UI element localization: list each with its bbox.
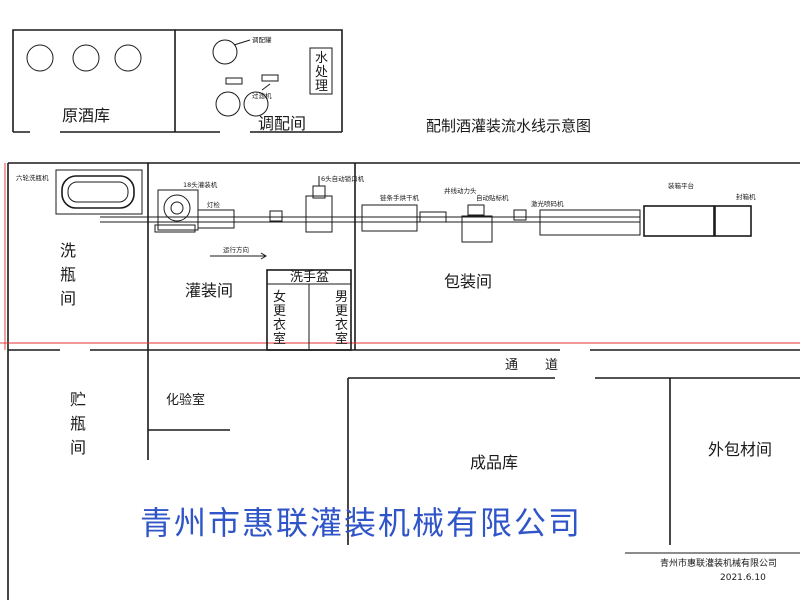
room-label-tongdao-2: 道 <box>545 358 558 373</box>
room-zhuping-1: 贮 <box>70 390 86 409</box>
label-dengjian: 灯检 <box>207 200 221 209</box>
label-xishoupen: 洗手盆 <box>290 270 329 285</box>
storage-tanks <box>26 44 142 72</box>
labeling-machine <box>461 204 493 243</box>
room-zhuping-3: 间 <box>70 438 86 457</box>
dimension-lines <box>0 163 800 350</box>
room-label-waibaocai: 外包材间 <box>708 440 772 459</box>
room-label-chengpin: 成品库 <box>470 453 518 472</box>
label-fengxiang: 封箱机 <box>736 192 756 201</box>
footer-company: 青州市惠联灌装机械有限公司 <box>660 557 777 569</box>
label-nan-2: 更 <box>335 304 348 319</box>
label-tiaopeiguan: 调配罐 <box>252 35 272 44</box>
label-nv-3: 衣 <box>273 317 286 333</box>
power-head <box>419 211 447 223</box>
light-inspection <box>197 209 235 229</box>
label-donglitou: 井线动力头 <box>444 186 477 195</box>
packing-platform <box>643 205 715 237</box>
room-zhuping-2: 瓶 <box>70 414 86 433</box>
label-honggan: 链条手烘干机 <box>380 193 420 202</box>
label-direction: 运行方向 <box>223 245 249 254</box>
bottle-washer <box>55 169 143 215</box>
label-nan-4: 室 <box>335 331 348 347</box>
room-label-guanzhuang: 灌装间 <box>185 281 233 300</box>
room-xiping-1: 洗 <box>60 241 76 260</box>
room-label-huayan: 化验室 <box>166 392 205 408</box>
sealing-machine <box>714 205 752 237</box>
coder <box>513 209 527 221</box>
label-tiebiao: 自动贴标机 <box>476 193 509 202</box>
label-nv-4: 室 <box>273 331 286 347</box>
label-nan-1: 男 <box>335 290 348 305</box>
conveyor-line <box>100 209 641 236</box>
blending-equipment <box>212 39 333 117</box>
room-xiping-3: 间 <box>60 289 76 308</box>
capping-machine <box>269 176 333 233</box>
label-nv-1: 女 <box>273 289 286 305</box>
label-zhuangxiang: 装箱平台 <box>668 181 694 190</box>
label-gaofeng: 激光喷码机 <box>531 199 564 208</box>
label-guolvji: 过滤机 <box>252 91 272 100</box>
direction-arrow <box>210 252 267 260</box>
label-nv-2: 更 <box>273 304 286 319</box>
room-label-tiaopeijian: 调配间 <box>258 114 306 133</box>
room-xiping-2: 瓶 <box>60 265 76 284</box>
room-yuanjiuku-walls <box>12 29 176 133</box>
dryer <box>361 204 418 232</box>
company-banner: 青州市惠联灌装机械有限公司 <box>140 504 582 542</box>
label-liulun: 六轮洗瓶机 <box>16 173 49 182</box>
room-label-tongdao-1: 通 <box>505 358 518 373</box>
lower-walls <box>8 349 800 545</box>
room-label-baozhuang: 包装间 <box>444 272 492 291</box>
room-label-yuanjiuku: 原酒库 <box>62 106 110 125</box>
label-shuichuli-3: 理 <box>315 79 328 94</box>
footer-date: 2021.6.10 <box>720 573 766 583</box>
filling-machine <box>154 189 199 233</box>
label-suokou: 6头自动锁口机 <box>321 174 365 183</box>
label-shuichuli-2: 处 <box>315 65 328 80</box>
room-tiaopeijian-walls <box>175 29 343 133</box>
label-shuichuli-1: 水 <box>315 51 328 66</box>
label-guanzhuang18: 18头灌装机 <box>183 180 218 189</box>
diagram-title: 配制酒灌装流水线示意图 <box>426 117 591 135</box>
main-hall-walls <box>7 162 800 600</box>
label-nan-3: 衣 <box>335 317 348 333</box>
